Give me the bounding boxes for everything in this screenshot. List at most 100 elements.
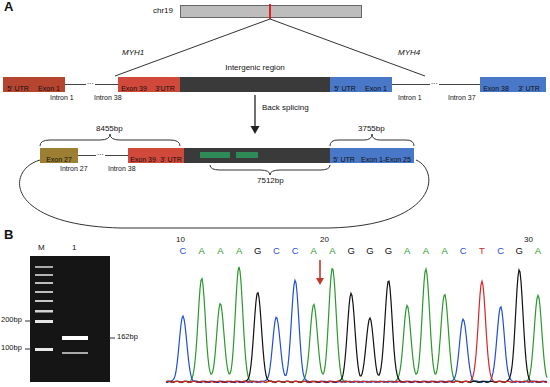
size-tick bbox=[25, 349, 31, 350]
base-call: A bbox=[236, 246, 242, 256]
position-number: 10 bbox=[176, 236, 185, 245]
base-call: G bbox=[254, 246, 261, 256]
base-call: G bbox=[366, 246, 373, 256]
intergenic-segment bbox=[184, 148, 330, 163]
ladder-bands bbox=[35, 266, 53, 351]
ellipsis: ... bbox=[430, 78, 439, 87]
node-label: 3' UTR bbox=[518, 81, 540, 96]
lane-label: 1 bbox=[72, 244, 76, 253]
utr-box: 3'UTR bbox=[150, 77, 180, 92]
ellipsis: ... bbox=[86, 78, 95, 87]
node-label: chr19 bbox=[153, 6, 173, 16]
base-call: C bbox=[273, 246, 280, 256]
intron-label: Intron 1 bbox=[50, 94, 74, 102]
panel-letter: B bbox=[4, 228, 13, 242]
exon-box: Exon 39 bbox=[128, 148, 158, 163]
exon-box: Exon 1 bbox=[360, 77, 392, 92]
intron-label: Intron 37 bbox=[448, 94, 476, 102]
chromosome-bar: chr19 bbox=[180, 5, 362, 18]
base-call: A bbox=[329, 246, 335, 256]
base-call: T bbox=[479, 246, 485, 256]
base-call: C bbox=[292, 246, 299, 256]
junction-mark bbox=[236, 152, 258, 158]
base-call: C bbox=[180, 246, 187, 256]
intron-label: Intron 38 bbox=[94, 94, 122, 102]
exon-box: Exon 1-Exon 25 bbox=[358, 148, 414, 163]
intron-label: Intron 1 bbox=[398, 94, 422, 102]
circle-loop bbox=[20, 160, 429, 228]
process-label: Back splicing bbox=[262, 104, 309, 113]
zoom-line bbox=[270, 19, 425, 76]
size-tick bbox=[25, 321, 31, 322]
exon-box: Exon 39 bbox=[118, 77, 150, 92]
position-number: 30 bbox=[524, 236, 533, 245]
panel-letter: A bbox=[4, 0, 13, 14]
intron-label: Intron 38 bbox=[108, 165, 136, 173]
trace-line bbox=[166, 270, 547, 383]
length-brace bbox=[330, 134, 414, 146]
length-brace bbox=[40, 134, 180, 146]
utr-box: 3' UTR bbox=[512, 77, 546, 92]
base-call: A bbox=[423, 246, 429, 256]
node-label: Exon 39 bbox=[121, 81, 147, 96]
node-label: Exon 39 bbox=[130, 152, 156, 167]
node-label: 3' UTR bbox=[160, 152, 182, 167]
base-call: G bbox=[516, 246, 523, 256]
junction-arrow bbox=[319, 260, 321, 279]
gene-name: MYH4 bbox=[398, 49, 420, 58]
base-call: C bbox=[460, 246, 467, 256]
locus-tick bbox=[269, 4, 271, 19]
arrow-head bbox=[251, 126, 260, 134]
utr-box: 5' UTR bbox=[3, 77, 33, 92]
base-call: A bbox=[311, 246, 317, 256]
trace-line bbox=[166, 267, 547, 383]
base-call: A bbox=[217, 246, 223, 256]
utr-box: 3' UTR bbox=[158, 148, 184, 163]
utr-box: 5' UTR bbox=[330, 77, 360, 92]
exon-box: Exon 27 bbox=[40, 148, 78, 163]
size-label: 200bp bbox=[1, 316, 22, 324]
base-call: C bbox=[497, 246, 504, 256]
node-label: 3'UTR bbox=[155, 81, 175, 96]
chromatogram bbox=[166, 267, 547, 383]
gel-image bbox=[30, 256, 110, 382]
base-call: G bbox=[347, 246, 354, 256]
length-label: 3755bp bbox=[358, 125, 385, 134]
size-label: 100bp bbox=[1, 344, 22, 352]
arrow-head bbox=[316, 278, 324, 285]
base-call: A bbox=[441, 246, 447, 256]
intergenic-region: Intergenic region bbox=[180, 77, 330, 92]
size-tick bbox=[109, 338, 115, 339]
size-label: 162bp bbox=[117, 333, 138, 341]
position-number: 20 bbox=[320, 236, 329, 245]
length-label: 7512bp bbox=[257, 177, 284, 186]
junction-mark bbox=[200, 152, 230, 158]
length-brace bbox=[210, 165, 330, 175]
node-label: Exon 1 bbox=[365, 81, 387, 96]
lane-label: M bbox=[38, 244, 45, 253]
node-label: Intergenic region bbox=[225, 64, 285, 73]
node-label: 5' UTR bbox=[334, 81, 356, 96]
product-band bbox=[62, 336, 88, 340]
node-label: 5' UTR bbox=[7, 81, 29, 96]
base-call: G bbox=[385, 246, 392, 256]
base-call: A bbox=[535, 246, 541, 256]
exon-box: Exon 38 bbox=[480, 77, 512, 92]
node-label: Exon 1-Exon 25 bbox=[361, 152, 411, 167]
faint-band bbox=[62, 352, 88, 354]
base-call: A bbox=[199, 246, 205, 256]
node-label: Exon 27 bbox=[46, 152, 72, 167]
node-label: 5' UTR bbox=[333, 152, 355, 167]
exon-box: Exon 1 bbox=[33, 77, 65, 92]
node-label: Exon 1 bbox=[38, 81, 60, 96]
trace-line bbox=[166, 280, 547, 382]
base-call: A bbox=[404, 246, 410, 256]
gene-name: MYH1 bbox=[122, 49, 144, 58]
ellipsis: ... bbox=[96, 149, 105, 158]
intron-label: Intron 27 bbox=[60, 165, 88, 173]
back-splicing-arrow bbox=[254, 95, 255, 127]
node-label: Exon 38 bbox=[483, 81, 509, 96]
length-label: 8455bp bbox=[96, 125, 123, 134]
utr-box: 5' UTR bbox=[330, 148, 358, 163]
